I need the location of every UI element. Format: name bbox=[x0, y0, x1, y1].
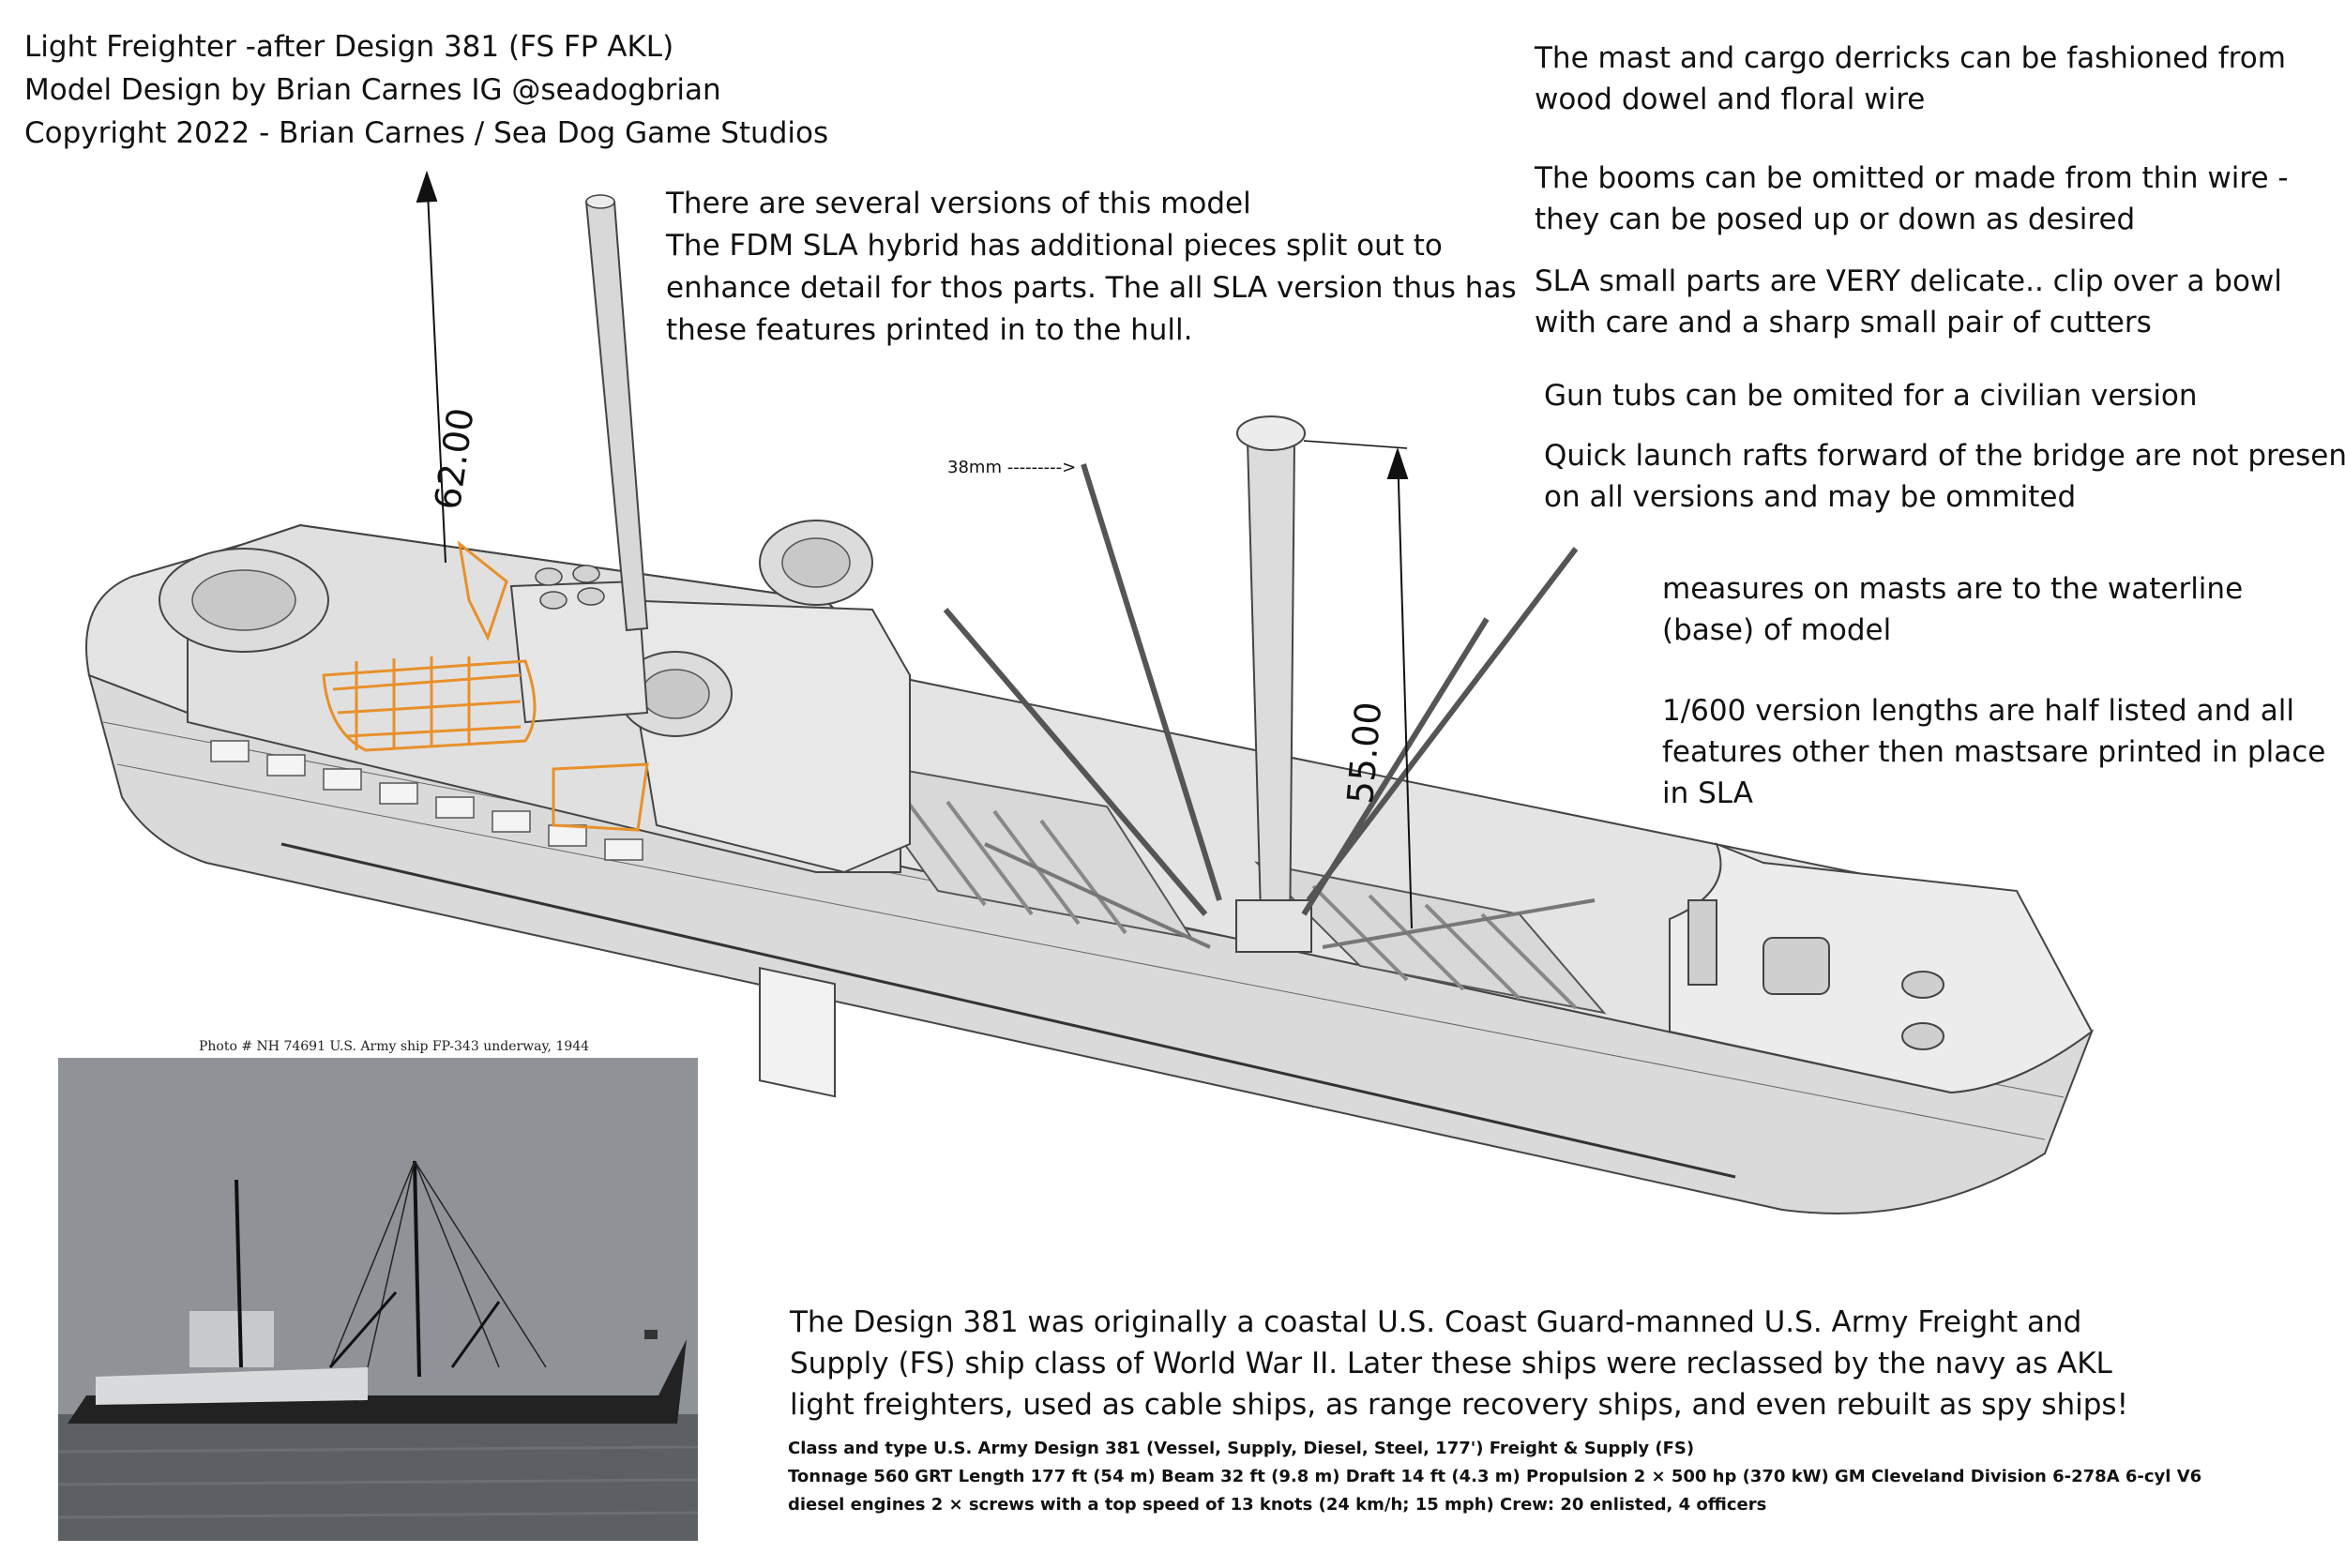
sla-note-line-2: with care and a sharp small pair of cutt… bbox=[1535, 306, 2152, 339]
versions-note-line-4: these features printed in to the hull. bbox=[666, 313, 1193, 347]
gun-tub-note: Gun tubs can be omited for a civilian ve… bbox=[1544, 379, 2198, 413]
photo-ship-image bbox=[58, 1058, 698, 1541]
photo-caption: Photo # NH 74691 U.S. Army ship FP-343 u… bbox=[199, 1039, 590, 1054]
title-line-2: Model Design by Brian Carnes IG @seadogb… bbox=[24, 73, 721, 107]
historical-photo bbox=[58, 1058, 698, 1541]
rafts-note-line-1: Quick launch rafts forward of the bridge… bbox=[1544, 439, 2345, 473]
measure-note-line-2: (base) of model bbox=[1662, 613, 1892, 647]
forward-hatch bbox=[1253, 861, 1607, 1015]
boom-length-label: 38mm ---------> bbox=[947, 458, 1077, 477]
rafts-note-line-2: on all versions and may be ommited bbox=[1544, 480, 2077, 514]
nameboard bbox=[759, 966, 836, 1098]
mast-note-line-1: The mast and cargo derricks can be fashi… bbox=[1535, 41, 2286, 75]
scale-note-line-3: in SLA bbox=[1662, 776, 1753, 810]
title-line-1: Light Freighter -after Design 381 (FS FP… bbox=[24, 30, 674, 64]
booms-note-line-2: they can be posed up or down as desired bbox=[1535, 203, 2136, 236]
versions-note-line-3: enhance detail for thos parts. The all S… bbox=[666, 271, 1517, 305]
specs-line-1: Class and type U.S. Army Design 381 (Ves… bbox=[788, 1439, 1695, 1458]
aft-mast bbox=[584, 201, 649, 632]
specs-line-3: diesel engines 2 × screws with a top spe… bbox=[788, 1495, 1767, 1515]
forecastle bbox=[1669, 842, 2094, 1094]
funnel bbox=[509, 580, 649, 724]
history-line-2: Supply (FS) ship class of World War II. … bbox=[790, 1347, 2112, 1380]
scale-note-line-1: 1/600 version lengths are half listed an… bbox=[1662, 694, 2294, 728]
history-line-3: light freighters, used as cable ships, a… bbox=[790, 1388, 2128, 1422]
anchor-windlass bbox=[1763, 937, 1830, 995]
specs-line-2: Tonnage 560 GRT Length 177 ft (54 m) Bea… bbox=[788, 1467, 2202, 1486]
measure-note-line-1: measures on masts are to the waterline bbox=[1662, 572, 2244, 606]
sla-note-line-1: SLA small parts are VERY delicate.. clip… bbox=[1535, 264, 2282, 298]
cargo-booms bbox=[943, 463, 1579, 916]
title-line-3: Copyright 2022 - Brian Carnes / Sea Dog … bbox=[24, 116, 829, 150]
history-line-1: The Design 381 was originally a coastal … bbox=[790, 1305, 2082, 1339]
versions-note-line-1: There are several versions of this model bbox=[666, 187, 1251, 220]
mast-note-line-2: wood dowel and floral wire bbox=[1535, 83, 1926, 116]
versions-note-line-2: The FDM SLA hybrid has additional pieces… bbox=[666, 229, 1443, 263]
scale-note-line-2: features other then mastsare printed in … bbox=[1662, 735, 2326, 769]
lifeboat-highlight bbox=[322, 540, 649, 832]
booms-note-line-1: The booms can be omitted or made from th… bbox=[1535, 161, 2289, 195]
